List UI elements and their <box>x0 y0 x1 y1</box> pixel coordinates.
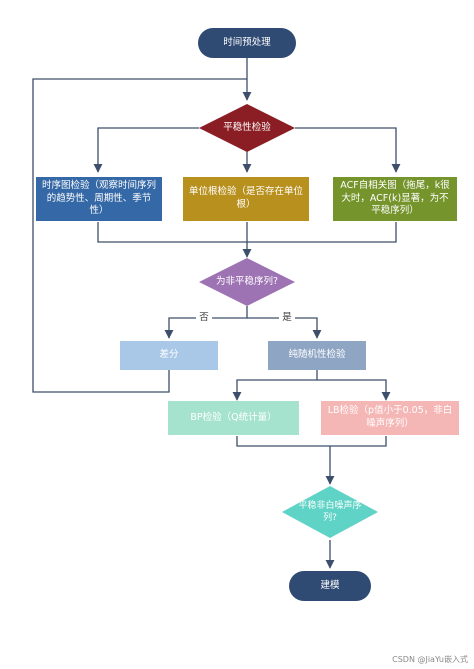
bp-label: BP检验（Q统计量） <box>190 411 277 423</box>
stationarity-diamond <box>199 104 295 152</box>
edge-randomness-to-lb <box>317 379 391 401</box>
acf-box <box>333 177 457 221</box>
start-node-label: 时间预处理 <box>223 36 271 48</box>
edge-bp-lb-merge <box>236 436 387 447</box>
whitenoise-diamond <box>282 486 378 538</box>
diff-label: 差分 <box>159 349 179 361</box>
model-node-label: 建模 <box>320 579 340 591</box>
randomness-box <box>268 341 366 370</box>
start-node-shape <box>198 28 296 58</box>
unitroot-box <box>183 177 309 221</box>
edge-question-to-randomness <box>247 317 322 339</box>
stationarity-label: 平稳性检验 <box>223 121 271 133</box>
model-node-shape <box>289 571 371 601</box>
nonstationary-diamond <box>199 258 295 306</box>
edge-diff-loop-back <box>32 78 247 393</box>
timeplot-box <box>36 177 162 221</box>
bp-box <box>168 401 299 435</box>
acf-label: ACF自相关图（拖尾，k很大时，ACF(k)显著，为不平稳序列） <box>340 179 450 217</box>
watermark-text: CSDN @JiaYu嵌入式 <box>392 655 468 664</box>
lb-box <box>321 401 459 435</box>
edge-stationarity-to-acf <box>295 127 401 173</box>
edge-randomness-to-bp <box>232 370 318 401</box>
whitenoise-label: 平稳非白噪声序列? <box>298 500 362 523</box>
nonstationary-label: 为非平稳序列? <box>215 275 279 287</box>
edge-label-no: 否 <box>196 311 212 325</box>
edge-label-yes: 是 <box>279 311 295 325</box>
diff-box <box>120 341 218 370</box>
edge-stationarity-to-timeplot <box>93 127 199 173</box>
randomness-label: 纯随机性检验 <box>288 349 346 361</box>
lb-label: LB检验（p值小于0.05，非白噪声序列） <box>327 405 453 429</box>
unitroot-label: 单位根检验（是否存在单位根） <box>189 186 304 210</box>
timeplot-label: 时序图检验（观察时间序列的趋势性、周期性、季节性） <box>42 179 157 217</box>
